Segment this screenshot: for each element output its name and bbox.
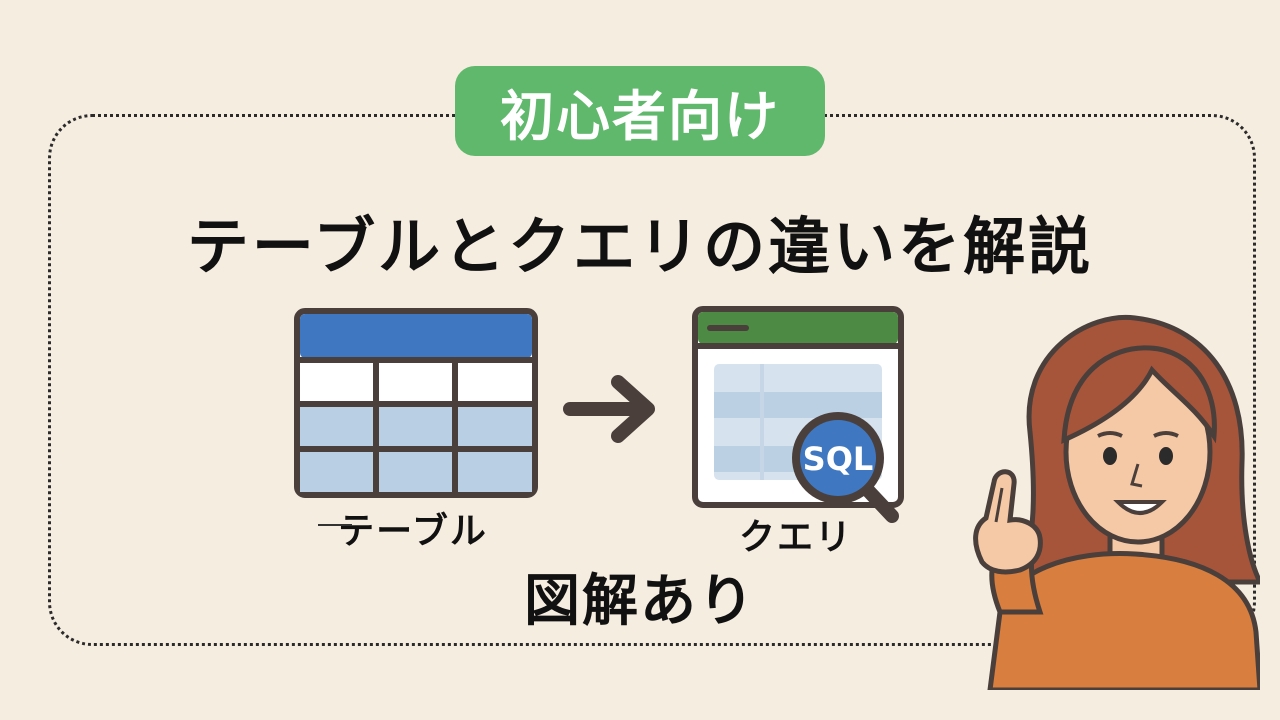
sql-label: SQL <box>803 440 874 478</box>
query-window-icon: SQL <box>692 306 904 523</box>
table-caption-line <box>318 524 352 526</box>
query-caption: クエリ <box>738 517 853 558</box>
table-caption: テーブル <box>338 511 488 552</box>
magnifier-icon: SQL <box>792 412 899 523</box>
woman-pointing-illustration <box>973 314 1260 690</box>
arrow-right-icon <box>563 375 655 443</box>
page-title: テーブルとクエリの違いを解説 <box>186 210 1094 283</box>
beginner-badge: 初心者向け <box>455 66 825 156</box>
table-icon <box>294 308 538 498</box>
subtitle: 図解あり <box>524 569 756 634</box>
